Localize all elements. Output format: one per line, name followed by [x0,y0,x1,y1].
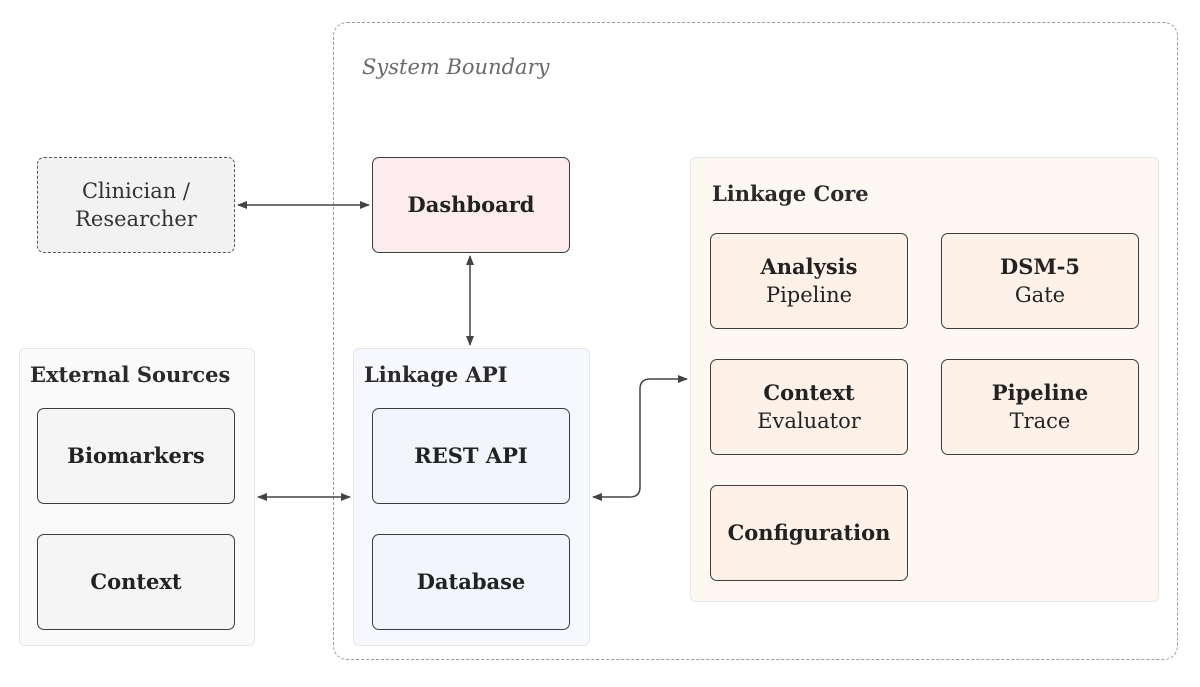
configuration-node[interactable]: Configuration [710,485,908,581]
configuration-title: Configuration [727,520,891,545]
context-source-node[interactable]: Context [37,534,235,630]
biomarkers-label: Biomarkers [67,443,205,468]
linkage-core-title: Linkage Core [712,181,869,206]
dashboard-node[interactable]: Dashboard [372,157,570,253]
analysis-pipeline-node[interactable]: Analysis Pipeline [710,233,908,329]
dashboard-label: Dashboard [407,192,535,217]
database-label: Database [416,569,526,594]
rest-api-node[interactable]: REST API [372,408,570,504]
biomarkers-node[interactable]: Biomarkers [37,408,235,504]
rest-api-label: REST API [414,443,528,468]
dsm5-gate-subtitle: Gate [1014,283,1066,307]
dsm5-gate-title: DSM-5 [1000,254,1080,279]
system-boundary [333,22,1178,660]
context-evaluator-title: Context [763,380,855,405]
actor-clinician-researcher[interactable]: Clinician / Researcher [37,157,235,253]
context-source-label: Context [90,569,182,594]
linkage-api-title: Linkage API [364,362,508,387]
actor-line-1: Clinician / [81,179,190,203]
analysis-pipeline-title: Analysis [760,254,858,279]
pipeline-trace-node[interactable]: Pipeline Trace [941,359,1139,455]
database-node[interactable]: Database [372,534,570,630]
context-evaluator-node[interactable]: Context Evaluator [710,359,908,455]
dsm5-gate-node[interactable]: DSM-5 Gate [941,233,1139,329]
system-boundary-label: System Boundary [362,55,550,79]
analysis-pipeline-subtitle: Pipeline [765,283,853,307]
pipeline-trace-subtitle: Trace [1009,409,1071,433]
context-evaluator-subtitle: Evaluator [757,409,861,433]
actor-line-2: Researcher [75,207,197,231]
edge-api-core [592,375,688,501]
external-sources-title: External Sources [30,362,231,387]
pipeline-trace-title: Pipeline [991,380,1089,405]
